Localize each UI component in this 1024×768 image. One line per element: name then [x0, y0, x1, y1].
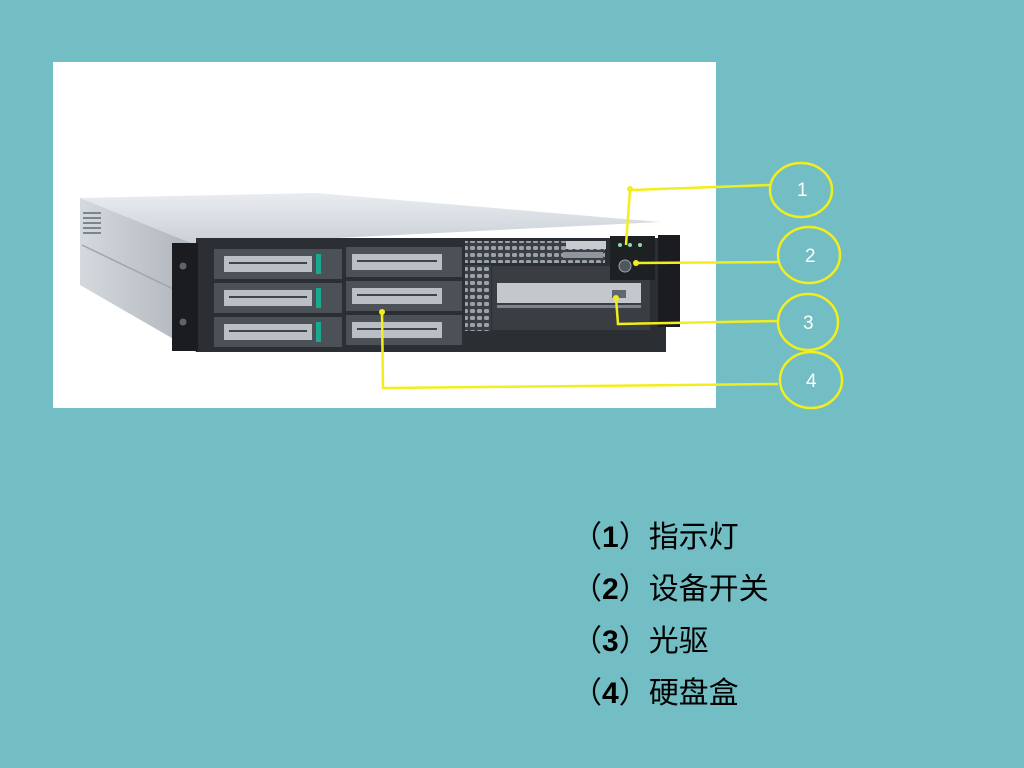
- legend-label: 设备开关: [648, 572, 769, 607]
- side-vent: [83, 212, 101, 234]
- callout-number-2: 2: [805, 246, 816, 267]
- optical-drive-tray: [497, 283, 641, 303]
- callout-circle-3: [776, 292, 840, 352]
- chassis-side: [80, 198, 196, 352]
- component-legend: （1）指示灯 （2）设备开关 （3）光驱 （4）硬盘盒: [572, 512, 769, 720]
- legend-label: 指示灯: [648, 520, 739, 555]
- drive-bays: [214, 247, 462, 347]
- control-panel: [610, 236, 655, 280]
- chassis-top: [80, 193, 660, 245]
- left-rack-ear: [172, 243, 198, 351]
- leader-line-2: [635, 260, 779, 265]
- callout-circle-2: [776, 225, 842, 285]
- power-button: [618, 259, 632, 273]
- leader-line-4: [380, 311, 779, 390]
- leader-endpoints: [379, 186, 639, 315]
- indicator-led-cluster: [618, 243, 642, 247]
- legend-label: 光驱: [648, 624, 709, 659]
- legend-label: 硬盘盒: [648, 676, 739, 711]
- leader-line-3: [614, 297, 779, 326]
- legend-item-hard-disk-tray: （4）硬盘盒: [572, 676, 739, 711]
- callout-circles: [768, 161, 844, 410]
- legend-item-indicator-lights: （1）指示灯: [572, 520, 739, 555]
- server-chassis: [80, 193, 680, 352]
- front-vent-grille-lower: [465, 265, 491, 331]
- optical-eject-button: [612, 290, 626, 298]
- callout-number-4: 4: [806, 371, 817, 392]
- callout-number-3: 3: [803, 313, 814, 334]
- legend-item-power-switch: （2）设备开关: [572, 572, 769, 607]
- model-plate: [563, 252, 603, 258]
- right-rack-ear: [658, 235, 680, 327]
- callout-number-1: 1: [797, 180, 808, 201]
- callout-circle-4: [778, 350, 844, 410]
- brand-plate: [566, 241, 606, 249]
- callout-circle-1: [768, 161, 834, 219]
- legend-item-optical-drive: （3）光驱: [572, 624, 709, 659]
